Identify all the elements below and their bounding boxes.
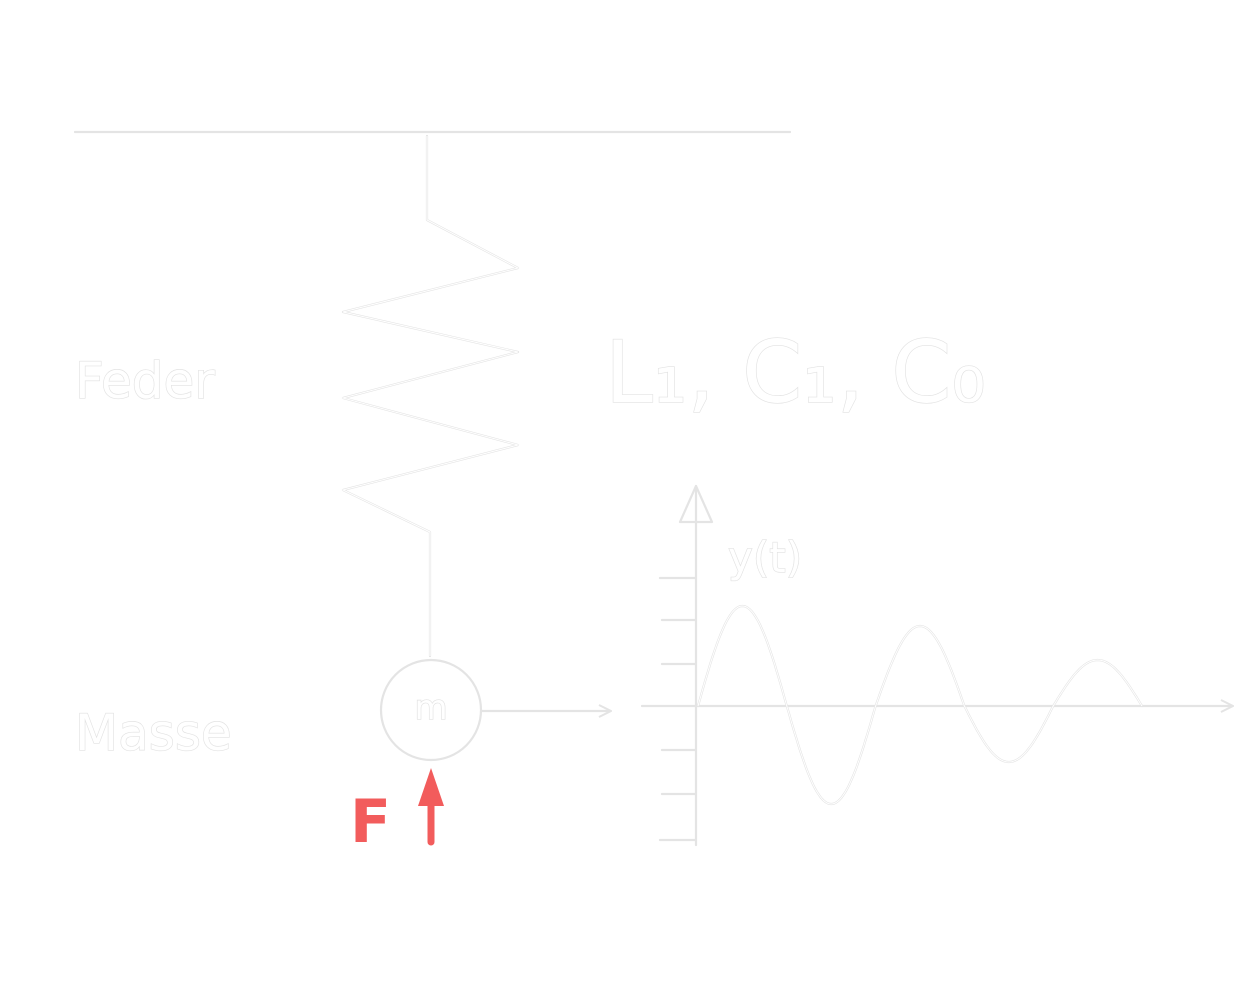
y-axis-arrowhead — [678, 484, 714, 524]
mass-block: m — [379, 658, 483, 762]
force-indicator: F — [350, 768, 444, 857]
spring — [341, 134, 520, 658]
parameters-label: L₁, C₁, C₀ — [605, 323, 986, 423]
spring-label: Feder — [75, 352, 215, 410]
force-arrowhead — [418, 768, 444, 806]
mass-label: Masse — [75, 704, 232, 762]
y-axis-ticks — [658, 576, 698, 842]
mass-symbol: m — [414, 688, 447, 728]
response-plot: y(t) — [640, 484, 1232, 847]
force-label: F — [350, 787, 391, 857]
y-axis-label: y(t) — [728, 533, 802, 582]
